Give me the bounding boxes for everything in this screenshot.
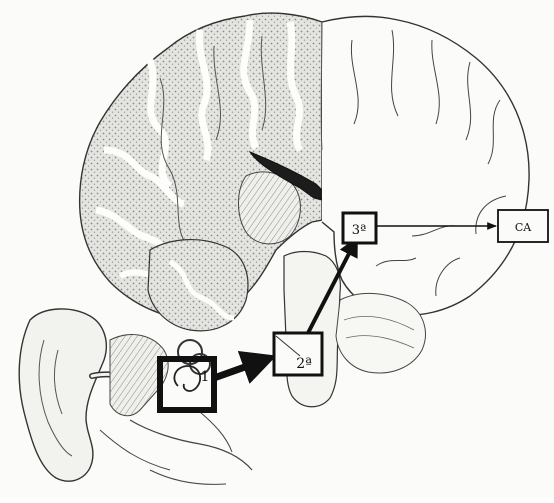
temporal-lobe-left [148, 240, 248, 331]
right-hemisphere [321, 16, 529, 315]
ear [19, 309, 252, 484]
tertiary-label: 3ª [352, 223, 366, 238]
primary-label: 1 [201, 369, 210, 385]
arrow-primary-to-secondary [214, 358, 270, 378]
secondary-label: 2ª [296, 356, 312, 372]
cortex-label: CA [515, 221, 532, 234]
